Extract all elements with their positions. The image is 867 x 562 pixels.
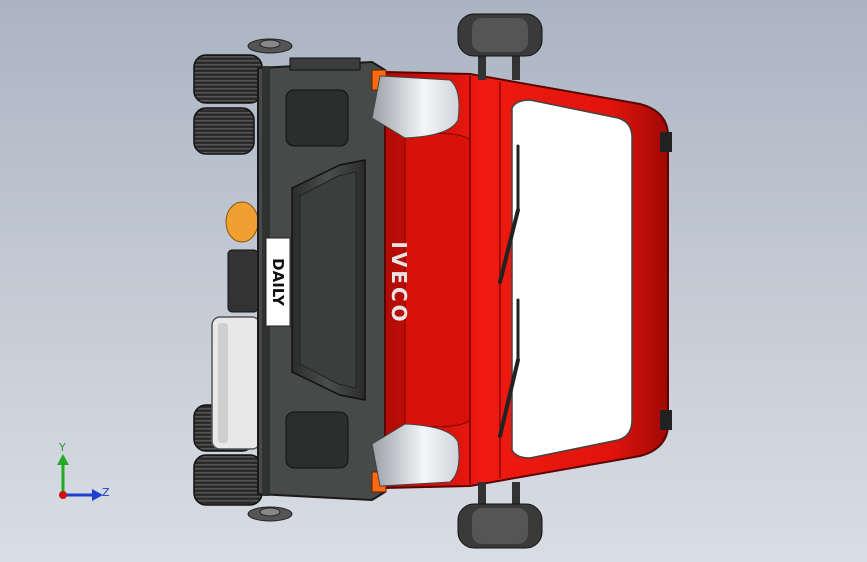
side-box: [227, 249, 259, 313]
axis-y-label: Y: [59, 441, 66, 454]
windshield: [511, 99, 633, 459]
wipers: [498, 144, 520, 438]
axis-triad: [57, 454, 103, 501]
headlamp-bottom: [371, 423, 460, 487]
amber-lamp: [225, 201, 259, 243]
iveco-logo-text: IVECO: [387, 241, 411, 324]
tire-top-outer: [193, 54, 263, 104]
headlamp-top: [371, 75, 460, 139]
mirror-top: [457, 13, 543, 80]
tire-top-inner: [193, 107, 255, 155]
daily-badge-plate: [265, 237, 291, 327]
mirror-bottom: [457, 482, 543, 549]
daily-badge-text: DAILY: [269, 258, 287, 307]
axis-z-label: Z: [102, 486, 110, 499]
wheel-hubs: [247, 38, 293, 522]
tire-bottom-outer: [193, 454, 263, 506]
